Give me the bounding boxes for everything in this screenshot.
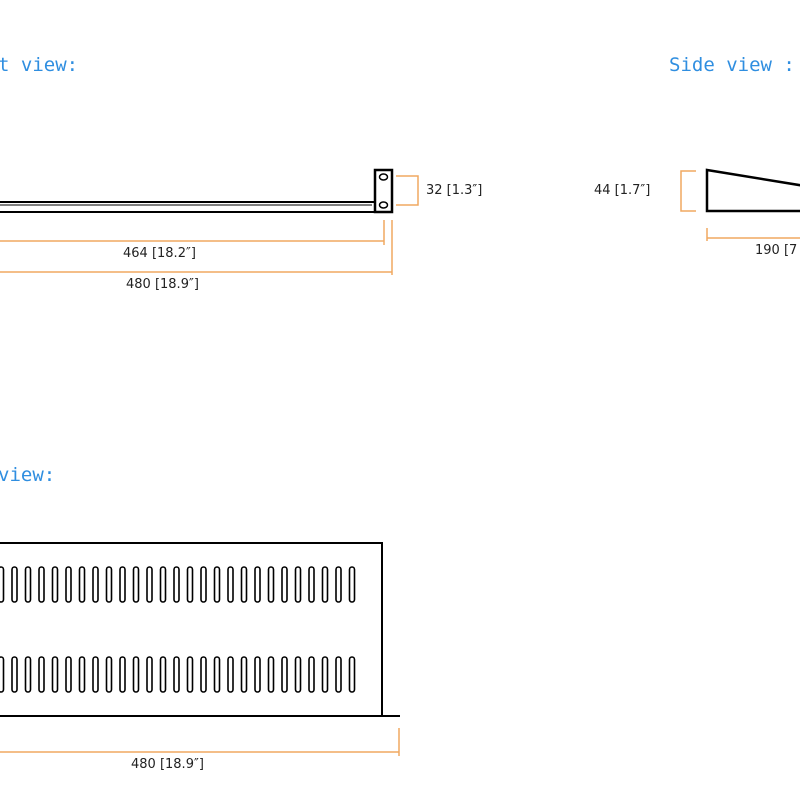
vent-slot bbox=[146, 656, 153, 693]
vent-slot bbox=[200, 656, 207, 693]
vent-slot bbox=[119, 566, 126, 603]
vent-slot bbox=[240, 656, 248, 693]
vent-slot bbox=[173, 566, 180, 603]
vent-slot bbox=[294, 656, 302, 693]
vent-slot bbox=[348, 656, 356, 693]
vent-slot bbox=[186, 656, 194, 693]
mounting-bracket bbox=[373, 168, 394, 214]
vent-slot bbox=[173, 656, 180, 693]
bracket-hole-top bbox=[378, 173, 389, 181]
bracket-hole-bottom bbox=[378, 201, 389, 209]
vent-slot bbox=[65, 566, 72, 603]
vent-slot bbox=[105, 656, 113, 693]
front-view-drawing bbox=[0, 168, 394, 214]
vent-slot bbox=[159, 656, 167, 693]
bottom-total-width-label: 480 [18.9″] bbox=[131, 757, 204, 772]
bottom-view-drawing bbox=[0, 542, 400, 717]
vent-slot bbox=[78, 566, 86, 603]
vent-slot bbox=[119, 656, 126, 693]
vent-slot bbox=[92, 656, 99, 693]
vent-slot bbox=[11, 566, 18, 603]
vent-slot bbox=[159, 566, 167, 603]
vent-slot bbox=[186, 566, 194, 603]
vent-slot bbox=[105, 566, 113, 603]
front-view-heading: t view: bbox=[0, 54, 79, 76]
inner-width-label: 464 [18.2″] bbox=[123, 246, 196, 261]
side-height-label: 44 [1.7″] bbox=[594, 183, 651, 198]
vent-slot bbox=[213, 656, 221, 693]
vent-slot bbox=[254, 566, 261, 603]
vent-slot bbox=[213, 566, 221, 603]
vent-slot bbox=[92, 566, 99, 603]
vent-slot bbox=[38, 566, 45, 603]
vent-slot bbox=[240, 566, 248, 603]
bottom-view-heading: view: bbox=[0, 464, 56, 486]
vent-slot bbox=[348, 566, 356, 603]
vent-slot bbox=[308, 656, 315, 693]
vent-slot bbox=[281, 566, 288, 603]
vent-slot bbox=[281, 656, 288, 693]
bracket-height-label: 32 [1.3″] bbox=[426, 183, 483, 198]
vent-slot bbox=[11, 656, 18, 693]
vent-slot bbox=[51, 656, 59, 693]
vent-slot bbox=[321, 656, 329, 693]
vent-slot bbox=[254, 656, 261, 693]
vent-slot bbox=[132, 656, 140, 693]
vent-slot bbox=[65, 656, 72, 693]
vent-slot bbox=[146, 566, 153, 603]
vent-slot bbox=[335, 566, 342, 603]
vent-slot bbox=[78, 656, 86, 693]
vent-slot bbox=[227, 566, 234, 603]
front-total-width-label: 480 [18.9″] bbox=[126, 277, 199, 292]
side-view-dimensions bbox=[680, 170, 800, 241]
vent-slot bbox=[0, 566, 5, 603]
vent-slot bbox=[51, 566, 59, 603]
vent-slots-bottom-row bbox=[0, 656, 356, 693]
vent-slot bbox=[267, 566, 275, 603]
vent-slot bbox=[200, 566, 207, 603]
front-rail bbox=[0, 201, 376, 213]
vent-slot bbox=[24, 566, 32, 603]
vent-slot bbox=[335, 656, 342, 693]
vent-slot bbox=[308, 566, 315, 603]
bottom-view-dimensions bbox=[0, 728, 400, 756]
vent-slot bbox=[0, 656, 5, 693]
vent-slot bbox=[24, 656, 32, 693]
vent-slot bbox=[38, 656, 45, 693]
vent-slot bbox=[321, 566, 329, 603]
front-view-dimensions bbox=[0, 175, 419, 275]
vent-slot bbox=[132, 566, 140, 603]
side-depth-label: 190 [7 bbox=[755, 243, 798, 258]
vent-slot bbox=[227, 656, 234, 693]
vent-slot bbox=[267, 656, 275, 693]
side-view-drawing bbox=[705, 168, 800, 213]
side-view-heading: Side view : bbox=[669, 54, 795, 76]
vent-slots-top-row bbox=[0, 566, 356, 603]
vent-slot bbox=[294, 566, 302, 603]
